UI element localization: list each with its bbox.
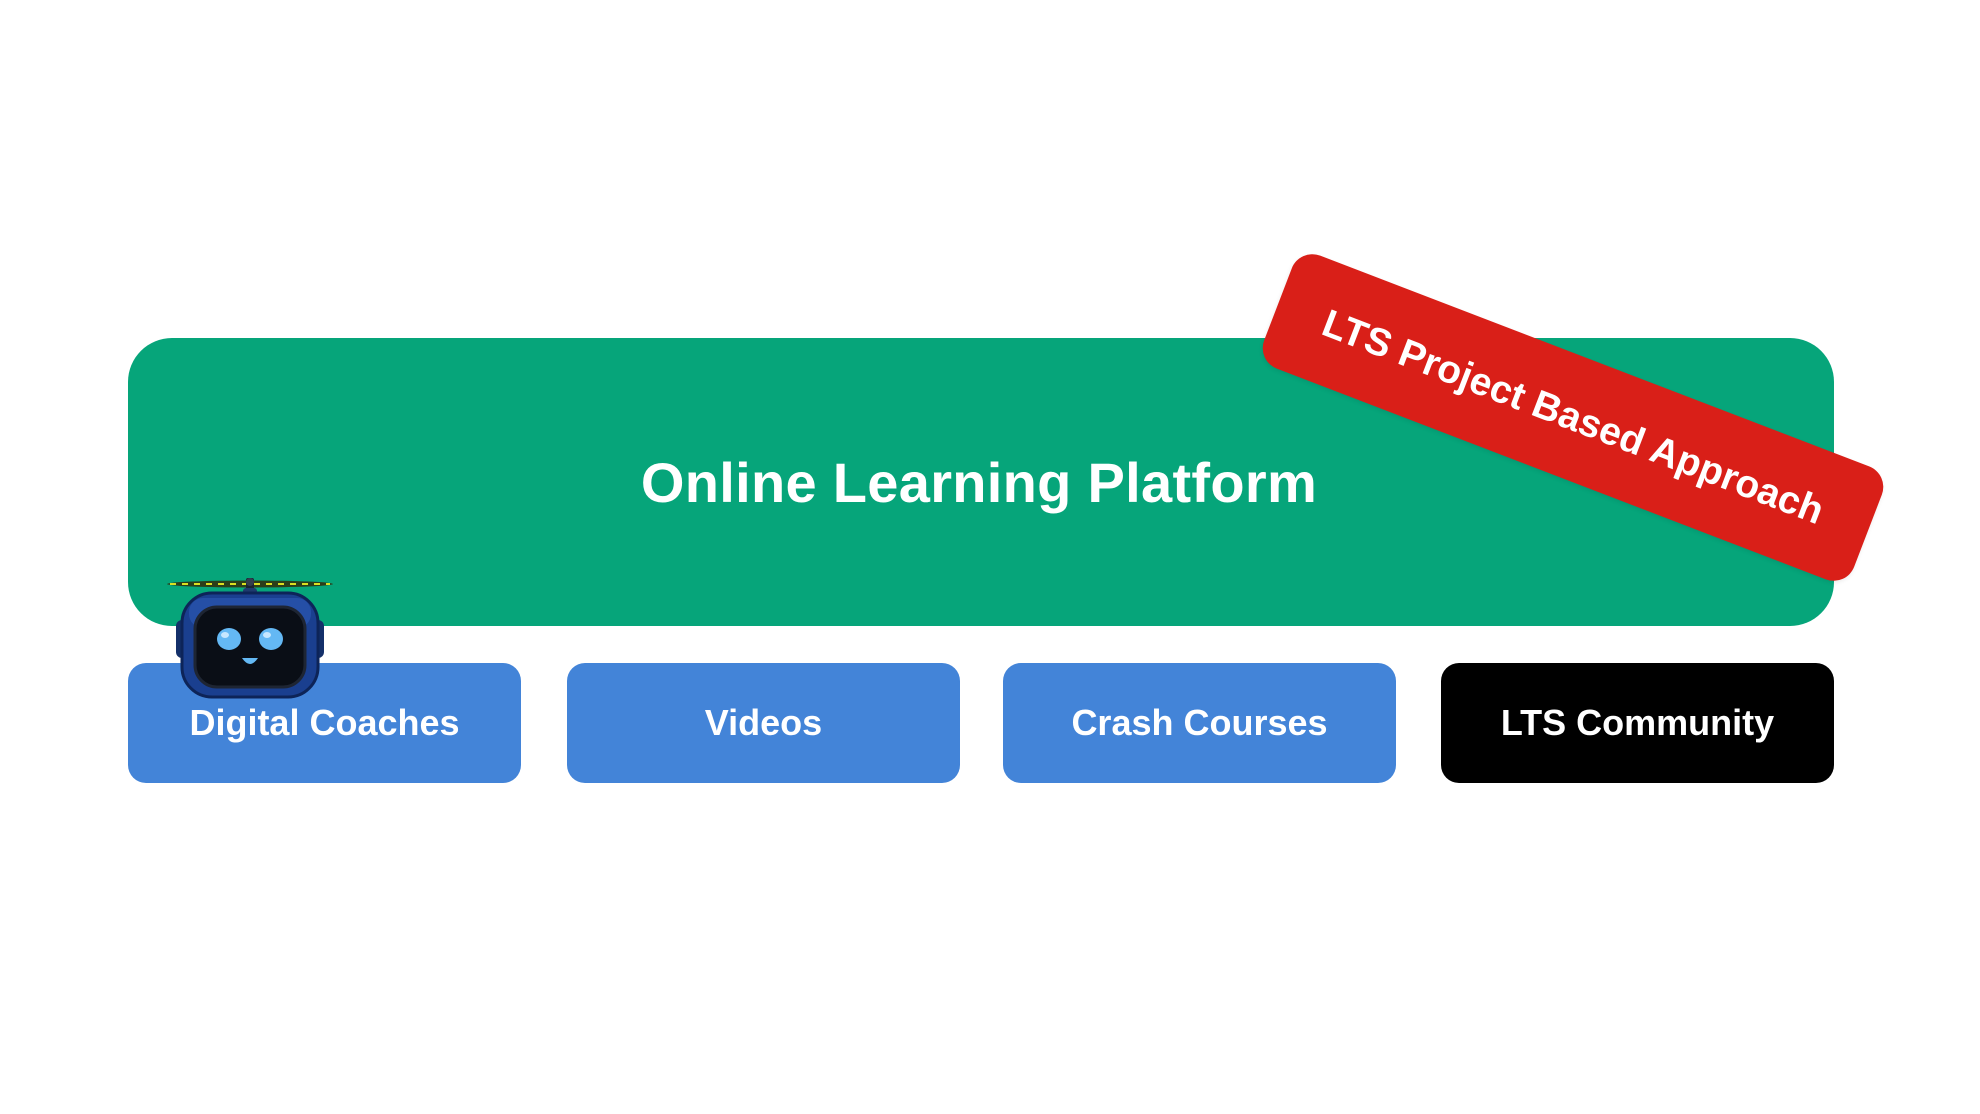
lts-community-tile: LTS Community [1441,663,1834,783]
tile-label: Crash Courses [1071,702,1328,743]
tile-label: LTS Community [1500,702,1775,743]
tile-label: Digital Coaches [189,702,460,743]
crash-courses-tile: Crash Courses [1003,663,1396,783]
robot-icon [167,578,333,699]
videos-tile: Videos [567,663,960,783]
platform-title: Online Learning Platform [640,450,1318,514]
tile-label: Videos [704,702,823,743]
